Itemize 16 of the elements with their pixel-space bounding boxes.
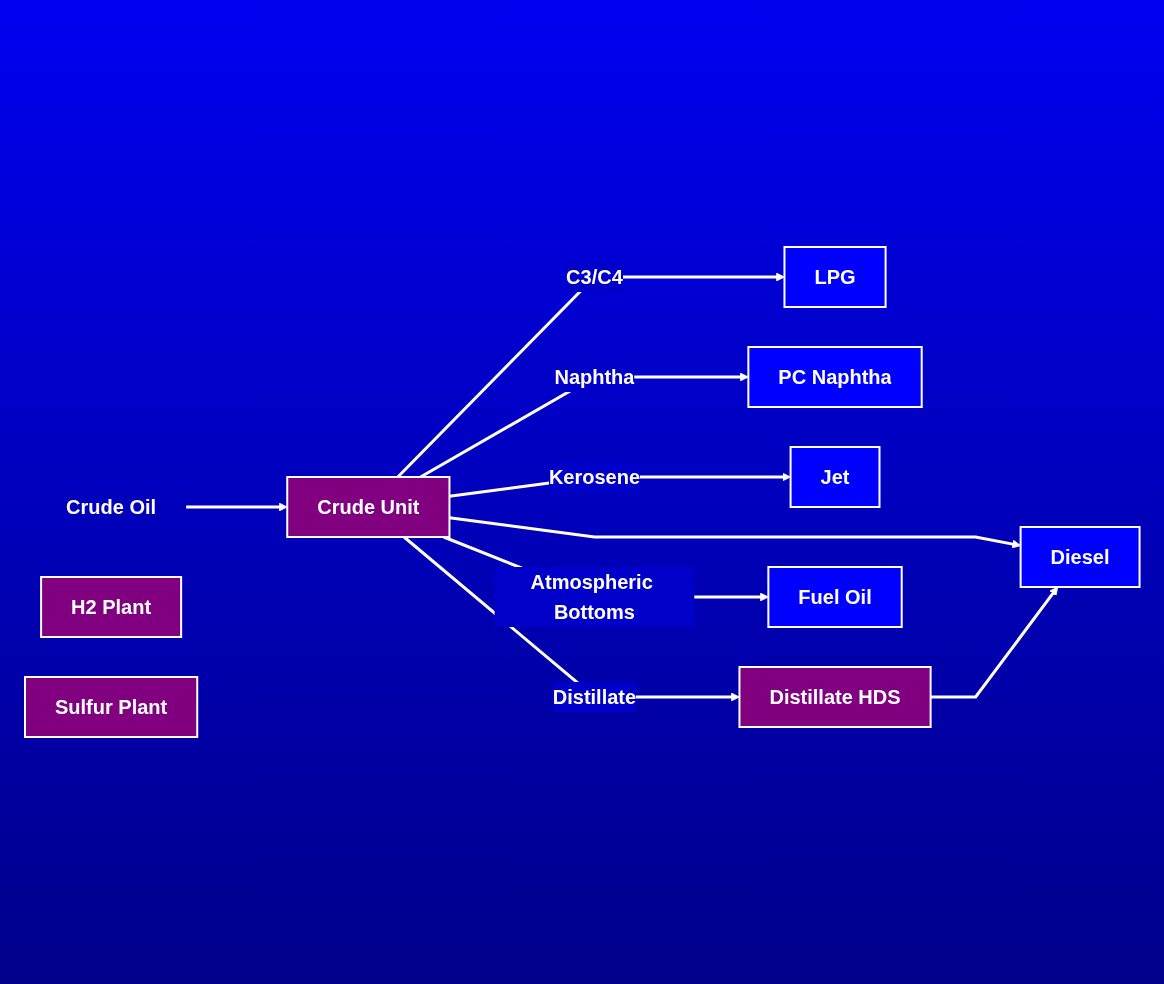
edge-label: Kerosene — [548, 466, 640, 488]
node-text: Crude Oil — [65, 496, 156, 518]
node-box: Fuel Oil — [767, 566, 903, 628]
edge-label: Distillate — [552, 686, 636, 708]
node-box: Crude Unit — [285, 476, 451, 538]
node-box: LPG — [783, 246, 887, 308]
node-box: Sulfur Plant — [23, 676, 198, 738]
node-box: Distillate HDS — [738, 666, 932, 728]
node-box: PC Naphtha — [747, 346, 923, 408]
edge-label: Atmospheric Bottoms — [530, 571, 653, 623]
node-box: Diesel — [1019, 526, 1141, 588]
node-box: H2 Plant — [39, 576, 182, 638]
edge-label: C3/C4 — [565, 266, 623, 288]
edge-label: Naphtha — [554, 366, 635, 388]
node-box: Jet — [789, 446, 881, 508]
arrow — [930, 586, 1058, 699]
